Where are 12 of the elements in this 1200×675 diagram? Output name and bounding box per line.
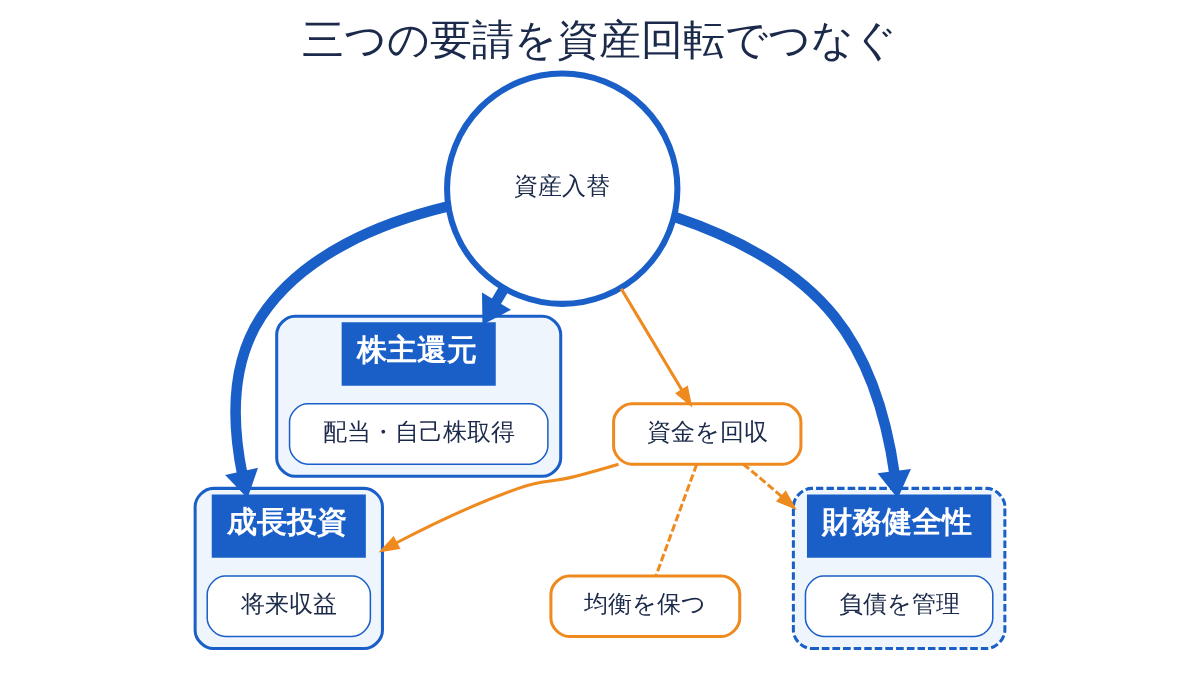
arrow	[619, 287, 693, 408]
connector	[654, 464, 699, 577]
node-box: 負債を管理	[804, 575, 994, 638]
node-box: 将来収益	[206, 575, 372, 638]
node-box: 資金を回収	[612, 402, 803, 466]
arrow	[742, 463, 797, 510]
diagram-title: 三つの要請を資産回転でつなぐ	[302, 15, 898, 65]
arrow	[482, 286, 511, 325]
arrow	[378, 462, 619, 553]
node-box: 配当・自己株取得	[288, 403, 549, 465]
arrow	[672, 211, 911, 499]
node-box: 均衡を保つ	[549, 574, 742, 638]
